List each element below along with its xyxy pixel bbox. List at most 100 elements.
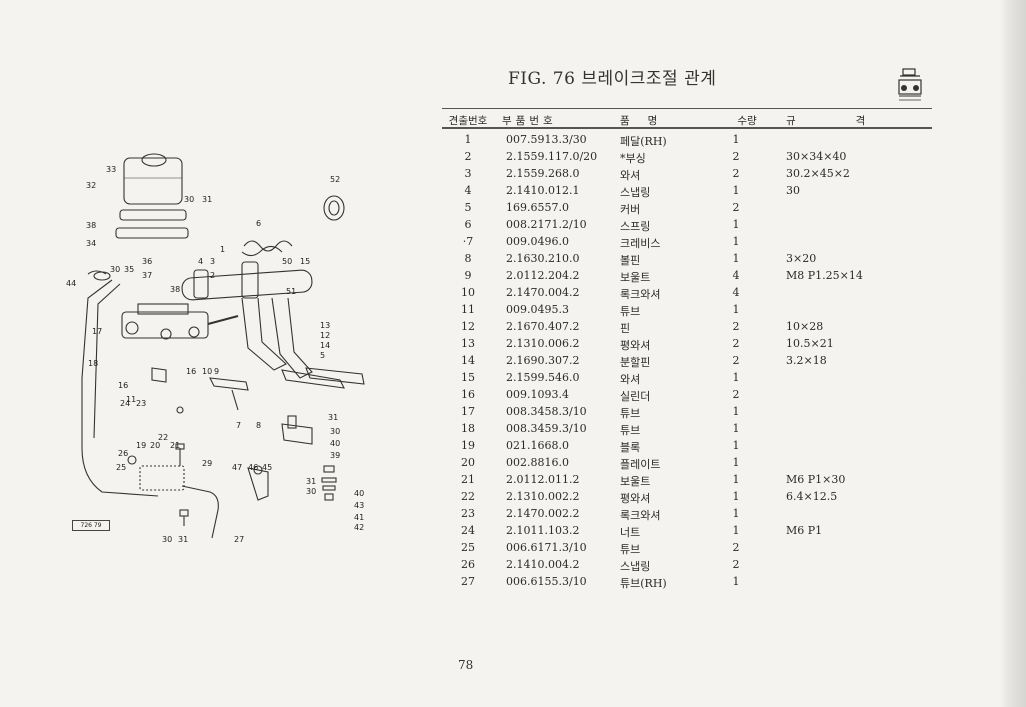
row-quantity: 1 bbox=[732, 524, 740, 537]
row-name: 튜브 bbox=[620, 424, 641, 437]
callout-number: 4 bbox=[198, 257, 203, 266]
row-quantity: 2 bbox=[732, 388, 740, 401]
row-index: 3 bbox=[464, 167, 472, 180]
row-index: 2 bbox=[464, 150, 472, 163]
row-quantity: 1 bbox=[732, 490, 740, 503]
callout-number: 30 bbox=[184, 195, 194, 204]
row-index: 17 bbox=[461, 405, 475, 418]
row-name: 실린더 bbox=[620, 390, 651, 403]
callout-number: 1 bbox=[220, 245, 225, 254]
callout-number: 9 bbox=[214, 367, 219, 376]
row-index: 22 bbox=[461, 490, 475, 503]
row-name: 핀 bbox=[620, 322, 631, 335]
row-part-number: 2.1630.210.0 bbox=[506, 252, 580, 265]
row-quantity: 1 bbox=[732, 184, 740, 197]
row-quantity: 1 bbox=[732, 422, 740, 435]
callout-number: 24 bbox=[120, 399, 130, 408]
callout-number: 8 bbox=[256, 421, 261, 430]
row-name: 플레이트 bbox=[620, 458, 661, 471]
row-spec: 30.2×45×2 bbox=[786, 167, 850, 180]
callout-number: 16 bbox=[186, 367, 196, 376]
row-quantity: 2 bbox=[732, 558, 740, 571]
row-part-number: 2.1559.268.0 bbox=[506, 167, 580, 180]
callout-number: 33 bbox=[106, 165, 116, 174]
header-index: 견출번호 bbox=[448, 115, 488, 127]
row-index: ·7 bbox=[462, 235, 474, 248]
row-part-number: 2.1011.103.2 bbox=[506, 524, 580, 537]
row-index: 10 bbox=[461, 286, 475, 299]
row-index: 9 bbox=[464, 269, 472, 282]
row-name: 평와셔 bbox=[620, 339, 651, 352]
row-quantity: 1 bbox=[732, 218, 740, 231]
row-name: 튜브(RH) bbox=[620, 577, 667, 590]
row-quantity: 1 bbox=[732, 473, 740, 486]
header-spec: 규격 bbox=[786, 115, 926, 127]
callout-number: 34 bbox=[86, 239, 96, 248]
row-spec: M8 P1.25×14 bbox=[786, 269, 863, 282]
callout-number: 38 bbox=[86, 221, 96, 230]
row-name: 평와셔 bbox=[620, 492, 651, 505]
row-part-number: 2.1690.307.2 bbox=[506, 354, 580, 367]
callout-number: 26 bbox=[118, 449, 128, 458]
row-name: 스냅링 bbox=[620, 560, 651, 573]
row-index: 6 bbox=[464, 218, 472, 231]
callout-number: 31 bbox=[306, 477, 316, 486]
callout-number: 30 bbox=[162, 535, 172, 544]
row-part-number: 2.1470.004.2 bbox=[506, 286, 580, 299]
row-quantity: 2 bbox=[732, 320, 740, 333]
page-number: 78 bbox=[458, 658, 474, 672]
callout-number: 15 bbox=[300, 257, 310, 266]
row-name: 분할핀 bbox=[620, 356, 651, 369]
row-quantity: 1 bbox=[732, 405, 740, 418]
callout-number: 31 bbox=[328, 413, 338, 422]
row-index: 5 bbox=[464, 201, 472, 214]
row-part-number: 2.1310.002.2 bbox=[506, 490, 580, 503]
row-name: 록크와셔 bbox=[620, 288, 661, 301]
table-header-rule bbox=[442, 127, 932, 129]
table-top-rule bbox=[442, 108, 932, 109]
row-name: 보울트 bbox=[620, 271, 651, 284]
row-part-number: 009.0495.3 bbox=[506, 303, 569, 316]
callout-number: 18 bbox=[88, 359, 98, 368]
row-name: *부싱 bbox=[620, 152, 646, 165]
row-index: 12 bbox=[461, 320, 475, 333]
row-index: 25 bbox=[461, 541, 475, 554]
row-index: 26 bbox=[461, 558, 475, 571]
callout-number: 35 bbox=[124, 265, 134, 274]
callout-number: 6 bbox=[256, 219, 261, 228]
callout-number: 19 bbox=[136, 441, 146, 450]
callout-number: 27 bbox=[234, 535, 244, 544]
callout-number: 17 bbox=[92, 327, 102, 336]
row-part-number: 2.1559.117.0/20 bbox=[506, 150, 598, 163]
row-name: 튜브 bbox=[620, 407, 641, 420]
callout-number: 7 bbox=[236, 421, 241, 430]
row-part-number: 006.6155.3/10 bbox=[506, 575, 587, 588]
callout-number: 23 bbox=[136, 399, 146, 408]
callout-number: 37 bbox=[142, 271, 152, 280]
row-quantity: 1 bbox=[732, 371, 740, 384]
callout-number: 43 bbox=[354, 501, 364, 510]
row-name: 보울트 bbox=[620, 475, 651, 488]
row-quantity: 1 bbox=[732, 252, 740, 265]
row-name: 와셔 bbox=[620, 373, 641, 386]
callout-number: 29 bbox=[202, 459, 212, 468]
row-index: 21 bbox=[461, 473, 475, 486]
row-name: 페달(RH) bbox=[620, 135, 667, 148]
row-quantity: 2 bbox=[732, 150, 740, 163]
row-quantity: 1 bbox=[732, 575, 740, 588]
row-quantity: 1 bbox=[732, 507, 740, 520]
row-quantity: 1 bbox=[732, 133, 740, 146]
callout-number: 32 bbox=[86, 181, 96, 190]
